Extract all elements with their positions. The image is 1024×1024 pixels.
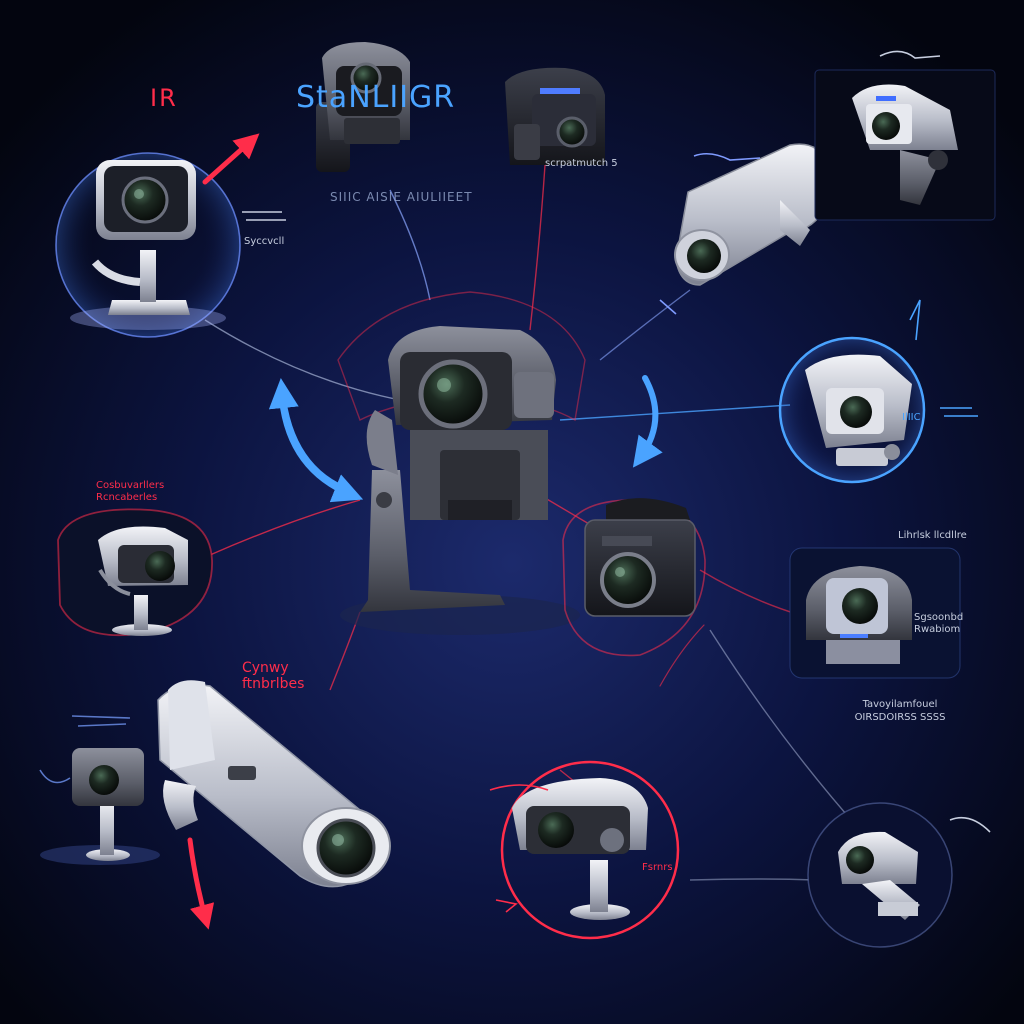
- camera-central: [340, 326, 580, 635]
- camera-left-mid: [57, 508, 213, 637]
- ir-label: IR: [150, 84, 178, 112]
- annotation-right-side: IlIIC: [902, 412, 921, 423]
- camera-bullet-top-right: [674, 143, 827, 286]
- diagram-subtitle: SIIIC AISIE AIULIIEET: [330, 190, 473, 204]
- diagram-title: StaNLIIGR: [296, 80, 456, 115]
- red-arrow-bottom-left-icon: [187, 837, 215, 930]
- annotation-right-lower: Tavoyilamfouel OIRSDOIRSS SSSS: [854, 699, 946, 723]
- camera-dark-box: [562, 498, 706, 657]
- camera-small-bottom-left: [40, 748, 160, 865]
- camera-top-center: [316, 42, 410, 172]
- annotation-top-center: scrpatmutch 5: [545, 158, 618, 169]
- annotation-bottom-left: Cynwy ftnbrlbes: [242, 660, 305, 692]
- blue-arrow-right-icon: [632, 375, 663, 468]
- camera-bullet-large: [157, 680, 391, 888]
- camera-top-mid: [505, 67, 605, 165]
- annotation-left-small: Syccvcll: [244, 236, 285, 247]
- red-arrow-top-left-icon: [202, 133, 260, 185]
- camera-bottom-right: [807, 802, 953, 948]
- decorative-scribbles: [39, 50, 991, 913]
- camera-red-ring: [500, 760, 680, 940]
- camera-top-left: [55, 152, 241, 338]
- annotation-right-mid: Sgsoonbd Rwabiom: [914, 612, 964, 635]
- arrows: [187, 133, 705, 930]
- annotation-left-mid: Cosbuvarllers Rcncaberles: [96, 480, 165, 503]
- annotation-bottom-center: Fsrnrs: [642, 862, 673, 873]
- annotation-right-top: Lihrlsk llcdllre: [898, 530, 967, 541]
- camera-right: [778, 336, 926, 484]
- camera-right-lower: [789, 547, 961, 679]
- blue-arrow-left-return-icon: [279, 397, 364, 503]
- camera-top-right-corner: [814, 69, 996, 221]
